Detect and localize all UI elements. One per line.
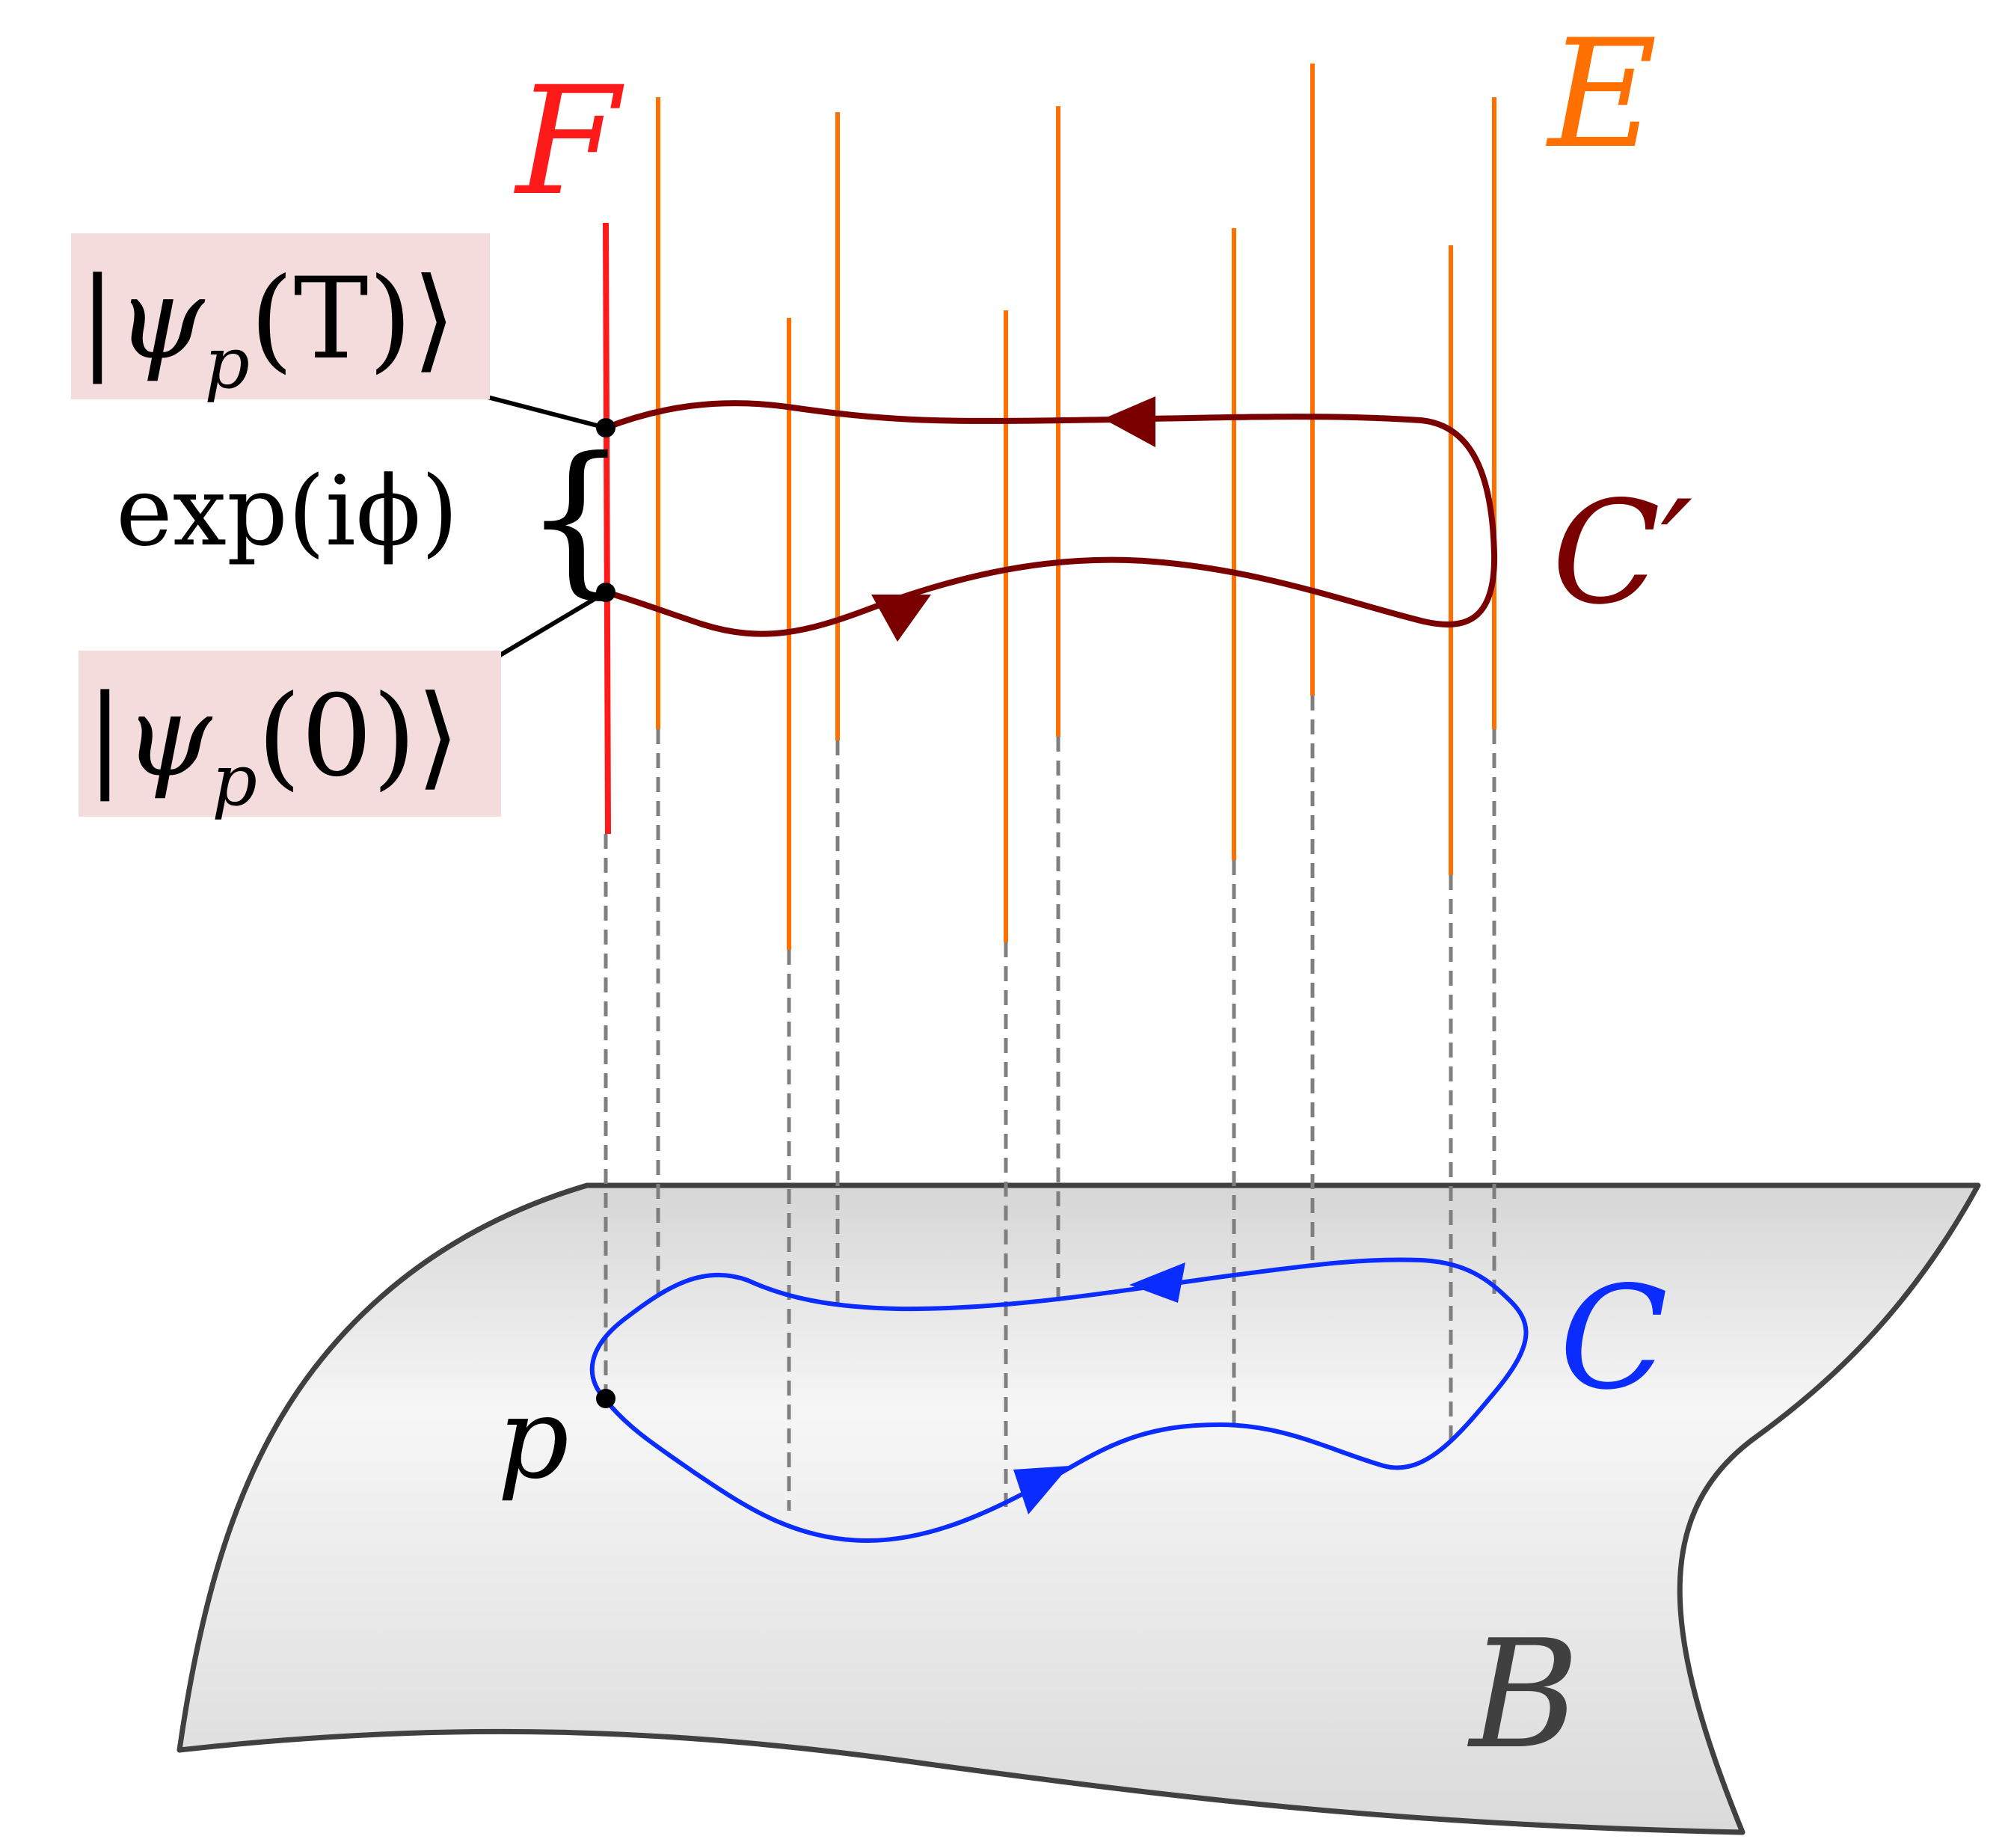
fiber-F-label: F	[513, 55, 624, 229]
state-initial-arg: (0)	[257, 672, 416, 802]
projection-dashes	[604, 696, 1496, 1511]
lifted-curve-label: C′	[1552, 470, 1693, 636]
bundle-E-label: E	[1545, 7, 1657, 182]
state-final-box	[71, 233, 490, 399]
lifted-curve-arrow-top	[1103, 396, 1155, 447]
curve-C	[589, 1257, 1529, 1544]
curve-C-label: C	[1559, 1256, 1668, 1421]
state-initial-ket: ⟩	[417, 672, 461, 802]
point-p-dot	[596, 1389, 615, 1408]
state-initial-sub: p	[212, 740, 257, 822]
lifted-curve-C-prime	[604, 400, 1498, 637]
state-final-bar: |	[79, 254, 117, 384]
base-B-label: B	[1467, 1608, 1579, 1782]
phase-brace: {	[524, 422, 628, 613]
fiber-F-line	[603, 222, 611, 835]
point-p-label: p	[497, 1374, 569, 1504]
curve-C-arrow-left	[1129, 1262, 1185, 1303]
state-initial-leader	[494, 590, 607, 660]
state-initial-bar: |	[86, 672, 124, 802]
curve-C-arrow-right	[1013, 1466, 1069, 1514]
base-manifold-surface	[176, 1182, 1981, 1835]
phase-label: exp(iϕ)	[116, 456, 458, 568]
state-final-label: |ψp(T)⟩	[79, 254, 456, 405]
state-final-psi: ψ	[117, 254, 206, 384]
state-final-leader	[484, 394, 607, 430]
lifted-curve-arrow-bottom	[871, 595, 931, 642]
state-final-ket: ⟩	[412, 254, 456, 384]
state-initial-box	[79, 651, 501, 817]
state-initial-psi: ψ	[124, 672, 213, 802]
state-final-arg: (T)	[250, 254, 412, 384]
state-initial-label: |ψp(0)⟩	[86, 672, 460, 822]
state-final-sub: p	[204, 322, 250, 405]
bundle-fibers	[656, 64, 1496, 950]
